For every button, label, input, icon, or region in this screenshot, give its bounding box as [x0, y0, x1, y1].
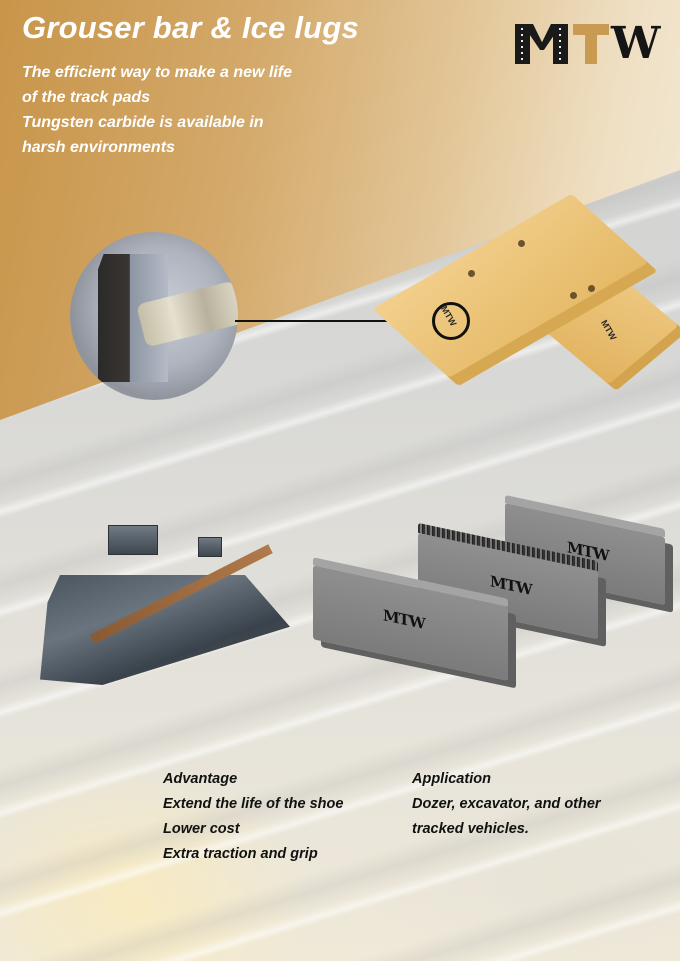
logo-letter-w: W [611, 18, 660, 69]
bolt-hole [570, 292, 577, 299]
advantage-item: Extra traction and grip [163, 846, 318, 862]
mtw-logo: W [515, 18, 661, 69]
bolt-hole [518, 240, 525, 247]
callout-line [235, 320, 432, 322]
logo-letter-t [573, 24, 609, 64]
ice-lug [108, 525, 158, 555]
subtitle: The efficient way to make a new life of … [22, 60, 362, 160]
advantage-item: Extend the life of the shoe [163, 796, 344, 812]
yellow-track-shoe-image: MTW MTW [372, 193, 680, 405]
subtitle-line: Tungsten carbide is available in [22, 114, 264, 131]
subtitle-line: The efficient way to make a new life [22, 64, 293, 81]
advantage-heading: Advantage [163, 771, 238, 787]
logo-letter-m [515, 24, 573, 64]
application-line: Dozer, excavator, and other [412, 796, 601, 812]
bolt-hole [588, 285, 595, 292]
ice-lug [198, 537, 222, 557]
worn-shoe-with-ice-lugs-image [30, 525, 290, 700]
subtitle-line: of the track pads [22, 89, 151, 106]
application-heading: Application [412, 771, 491, 787]
advantage-section: Advantage Extend the life of the shoe Lo… [163, 767, 343, 867]
bolt-hole [468, 270, 475, 277]
subtitle-line: harsh environments [22, 139, 175, 156]
page-title: Grouser bar & Ice lugs [22, 10, 359, 45]
weld-closeup-image [70, 232, 238, 400]
application-line: tracked vehicles. [412, 821, 529, 837]
application-section: Application Dozer, excavator, and other … [412, 767, 601, 842]
callout-ring [432, 302, 470, 340]
advantage-item: Lower cost [163, 821, 240, 837]
